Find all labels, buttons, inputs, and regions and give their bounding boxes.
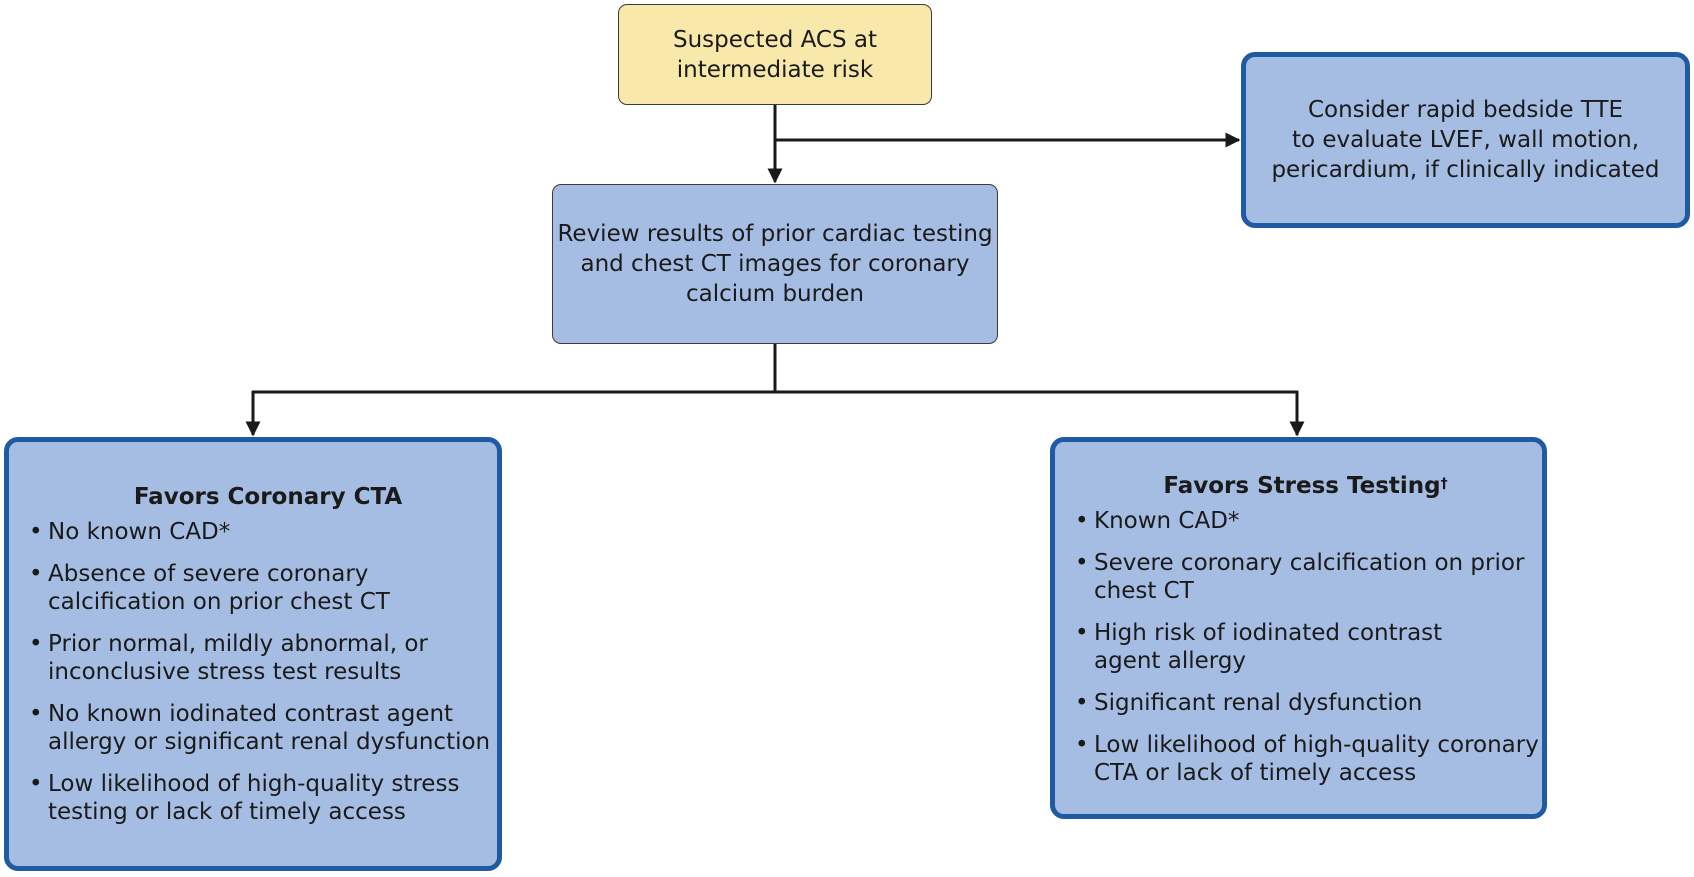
criteria-item: No known CAD* — [27, 518, 479, 546]
node-review-prior-testing: Review results of prior cardiac testing … — [552, 184, 998, 344]
criteria-line: High risk of iodinated contrast — [1094, 620, 1443, 646]
criteria-item: Low likelihood of high-quality stress te… — [27, 770, 479, 826]
criteria-line: Severe coronary calcification on prior — [1094, 550, 1525, 576]
node-text-line: to evaluate LVEF, wall motion, — [1291, 127, 1640, 153]
panel-title: Favors Stress Testing† — [1073, 471, 1524, 501]
criteria-line: CTA or lack of timely access — [1094, 760, 1417, 786]
criteria-list: Known CAD* Severe coronary calcification… — [1073, 507, 1539, 801]
criteria-line: testing or lack of timely access — [48, 799, 406, 825]
criteria-list: No known CAD* Absence of severe coronary… — [27, 518, 491, 840]
criteria-line: No known CAD* — [48, 519, 231, 545]
node-favors-coronary-cta: Favors Coronary CTA No known CAD* Absenc… — [4, 437, 502, 871]
criteria-line: Known CAD* — [1094, 508, 1240, 534]
node-suspected-acs: Suspected ACS at intermediate risk — [618, 4, 932, 105]
criteria-line: Low likelihood of high-quality stress — [48, 771, 460, 797]
node-text-line: calcium burden — [685, 281, 864, 307]
dagger-footnote-mark: † — [1440, 476, 1448, 492]
criteria-line: inconclusive stress test results — [48, 659, 402, 685]
criteria-line: agent allergy — [1094, 648, 1247, 674]
node-consider-tte: Consider rapid bedside TTE to evaluate L… — [1241, 52, 1690, 228]
criteria-item: High risk of iodinated contrast agent al… — [1073, 619, 1524, 675]
criteria-item: Significant renal dysfunction — [1073, 689, 1524, 717]
criteria-line: No known iodinated contrast agent — [48, 701, 454, 727]
node-text-line: intermediate risk — [676, 56, 874, 83]
node-favors-stress-testing: Favors Stress Testing† Known CAD* Severe… — [1050, 437, 1547, 819]
criteria-line: Low likelihood of high-quality coronary — [1094, 732, 1539, 758]
node-text-line: Consider rapid bedside TTE — [1307, 97, 1624, 123]
criteria-line: Absence of severe coronary — [48, 561, 369, 587]
panel-title-text: Favors Stress Testing — [1163, 473, 1441, 499]
criteria-item: No known iodinated contrast agent allerg… — [27, 700, 491, 756]
criteria-line: Significant renal dysfunction — [1094, 690, 1423, 716]
node-text-line: Review results of prior cardiac testing — [557, 221, 993, 247]
criteria-line: Prior normal, mildly abnormal, or — [48, 631, 428, 657]
criteria-line: chest CT — [1094, 578, 1194, 604]
criteria-item: Known CAD* — [1073, 507, 1524, 535]
criteria-line: calcification on prior chest CT — [48, 589, 390, 615]
criteria-item: Low likelihood of high-quality coronary … — [1073, 731, 1539, 787]
panel-title-text: Favors Coronary CTA — [133, 484, 403, 510]
criteria-line: allergy or significant renal dysfunction — [48, 729, 491, 755]
criteria-item: Prior normal, mildly abnormal, or inconc… — [27, 630, 479, 686]
criteria-item: Absence of severe coronary calcification… — [27, 560, 479, 616]
node-text-line: and chest CT images for coronary — [580, 251, 970, 277]
panel-title: Favors Coronary CTA — [27, 482, 479, 512]
criteria-item: Severe coronary calcification on prior c… — [1073, 549, 1524, 605]
node-text-line: Suspected ACS at — [672, 26, 878, 53]
node-text-line: pericardium, if clinically indicated — [1271, 157, 1660, 183]
